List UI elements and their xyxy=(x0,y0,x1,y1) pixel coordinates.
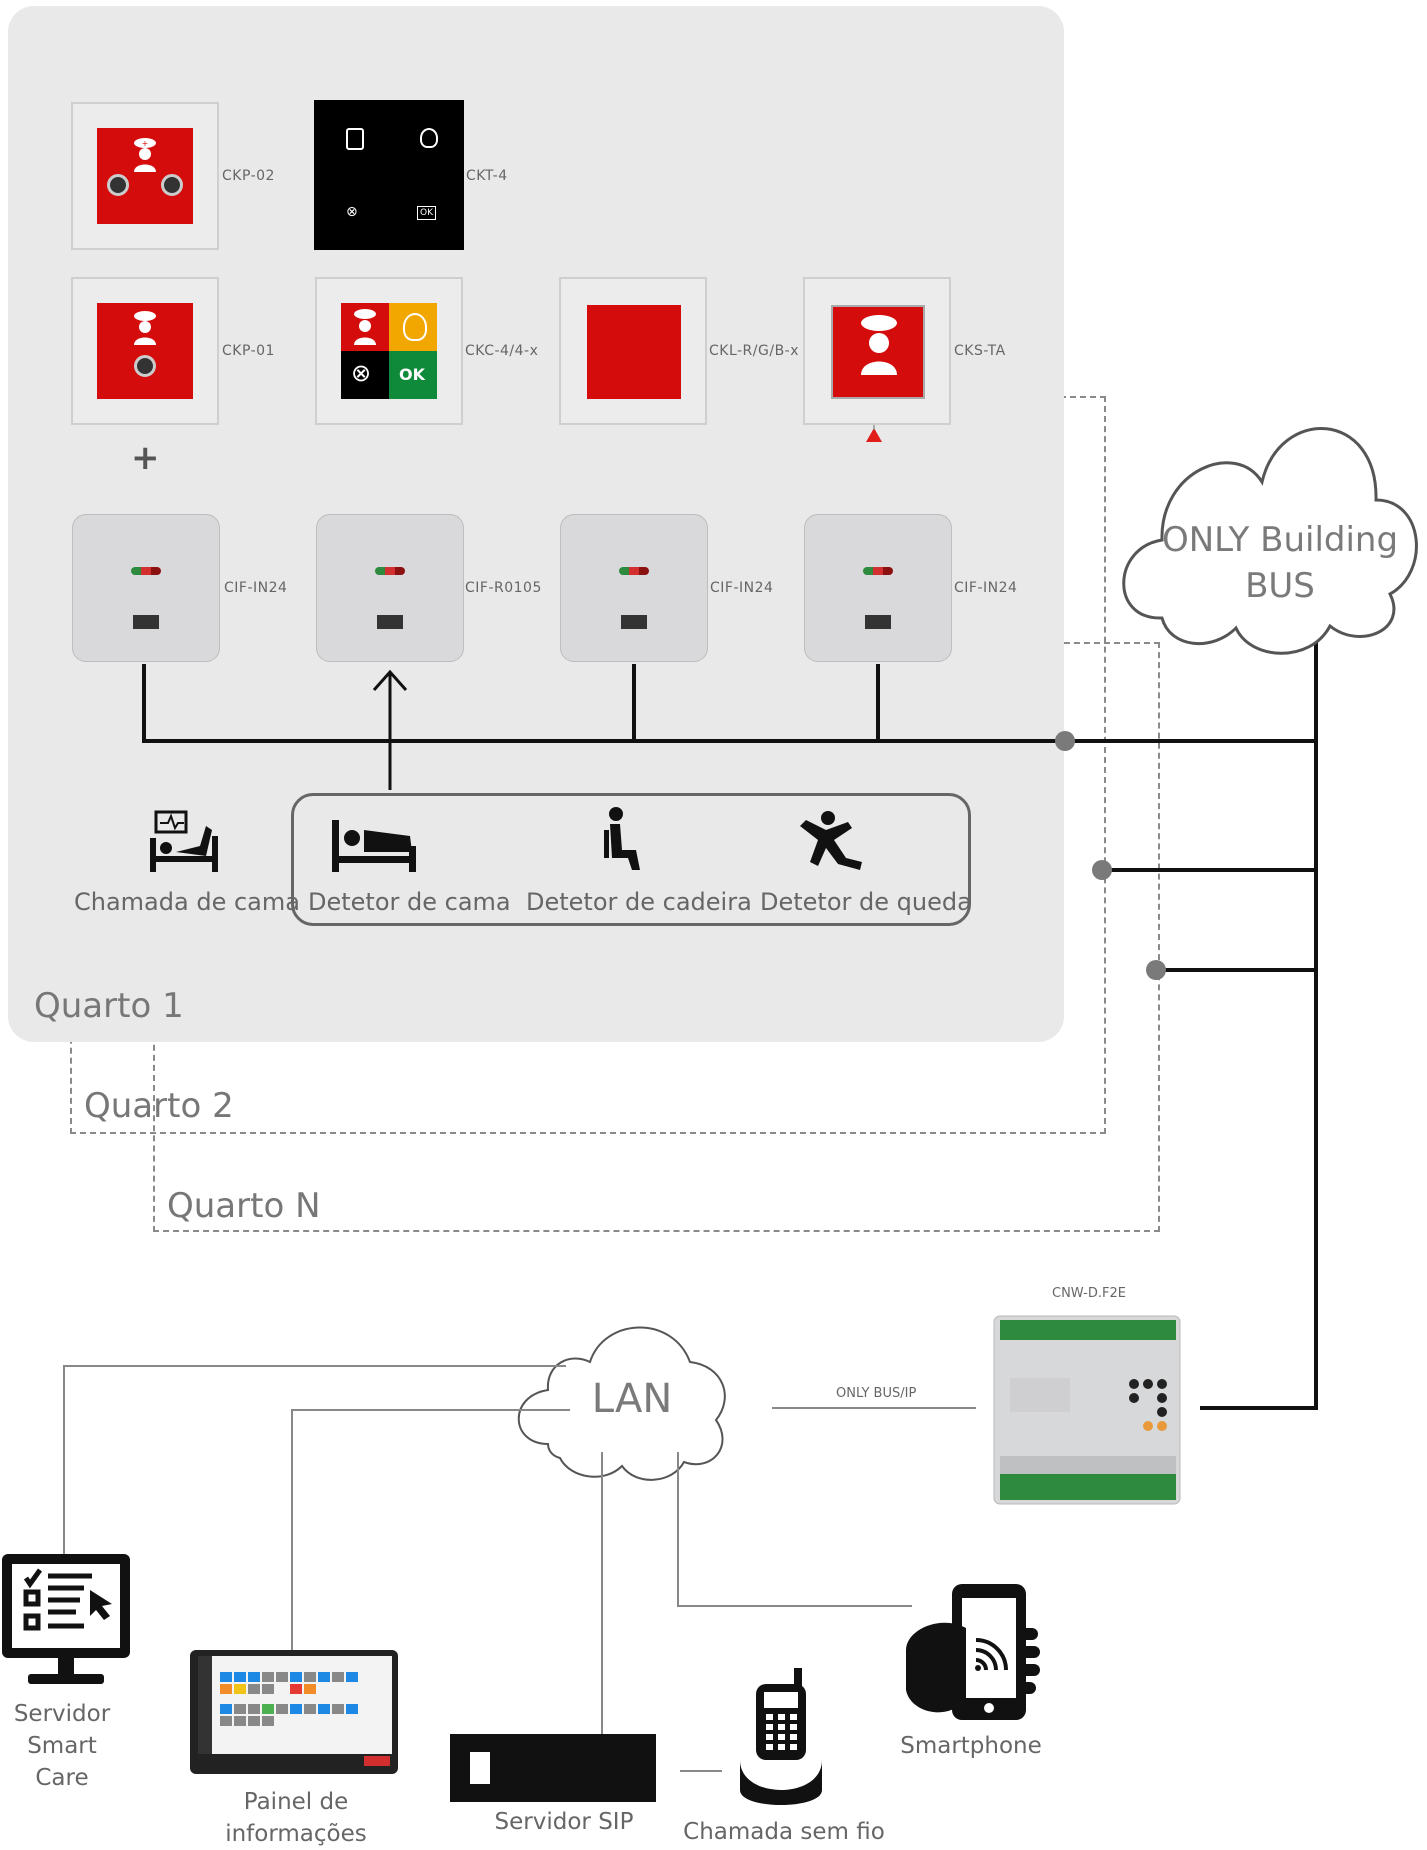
ckp-02-label: CKP-02 xyxy=(222,168,275,184)
cif-module-3[interactable] xyxy=(560,514,708,662)
room-2-label: Quarto 2 xyxy=(84,1086,234,1126)
bed-call-label: Chamada de cama xyxy=(74,888,300,916)
info-panel-label: Painel de informações xyxy=(196,1786,396,1850)
bus-node-roomn xyxy=(1146,960,1166,980)
lan-label: LAN xyxy=(591,1376,673,1422)
bus-cloud-line2: BUS xyxy=(1245,566,1315,606)
ckl-label: CKL-R/G/B-x xyxy=(709,343,800,359)
ckp-02-face: + xyxy=(97,128,193,224)
ckc-red-key[interactable] xyxy=(341,303,389,351)
ckl-plate[interactable] xyxy=(559,277,707,425)
plus-sign: + xyxy=(131,438,160,478)
cancel-icon: ⊗ xyxy=(346,204,358,220)
cif-led-row xyxy=(375,567,405,575)
ckp-01-plate[interactable] xyxy=(71,277,219,425)
jack-left-icon xyxy=(107,174,129,196)
jack-icon xyxy=(134,355,156,377)
ok-label: OK xyxy=(399,365,425,384)
bulb-icon xyxy=(403,313,427,341)
room-n-label: Quarto N xyxy=(167,1186,321,1226)
cif-1-label: CIF-IN24 xyxy=(224,580,288,596)
room-1-label: Quarto 1 xyxy=(34,986,184,1026)
cif-module-1[interactable] xyxy=(72,514,220,662)
cks-ta-pull-indicator xyxy=(866,428,882,442)
server-smartcare-line2: Smart Care xyxy=(27,1733,97,1791)
sip-server-box xyxy=(450,1734,656,1802)
nurse-icon xyxy=(859,315,899,375)
fall-detector-icon xyxy=(800,811,862,870)
ckc-orange-key[interactable] xyxy=(389,303,437,351)
ckc-plate[interactable]: ⊗ OK xyxy=(315,277,463,425)
ckp-01-face xyxy=(97,303,193,399)
cif-2-label: CIF-R0105 xyxy=(465,580,542,596)
sip-server-label: Servidor SIP xyxy=(494,1809,634,1835)
ckc-green-key[interactable]: OK xyxy=(389,351,437,399)
cif-module-4[interactable] xyxy=(804,514,952,662)
cif-connector xyxy=(133,615,159,629)
room-bus-lines xyxy=(142,630,1318,1410)
cks-ta-plate[interactable] xyxy=(803,277,951,425)
ckc-black-key[interactable]: ⊗ xyxy=(341,351,389,399)
lan-lines xyxy=(63,1365,976,1772)
ckt-4-label: CKT-4 xyxy=(466,168,508,184)
lan-cloud-shape xyxy=(517,1326,726,1481)
svg-text:+: + xyxy=(142,139,149,148)
cif-connector xyxy=(865,615,891,629)
bed-call-icon xyxy=(150,810,218,872)
info-panel-line1: Painel de xyxy=(243,1789,349,1815)
info-panel-tablet xyxy=(190,1650,398,1774)
ckp-02-plate[interactable]: + xyxy=(71,102,219,250)
ckc-label: CKC-4/4-x xyxy=(465,343,539,359)
smartphone-icon xyxy=(906,1584,1040,1720)
wireless-call-label: Chamada sem fio xyxy=(683,1819,885,1845)
cancel-icon: ⊗ xyxy=(351,359,372,387)
info-panel-line2: informações xyxy=(225,1821,367,1847)
nurse-icon xyxy=(346,128,364,150)
sensor-arrow xyxy=(372,669,408,790)
ckl-red-face xyxy=(587,305,681,399)
fall-detector-label: Detetor de queda xyxy=(760,888,972,916)
nurse-icon xyxy=(133,311,157,345)
cif-led-row xyxy=(619,567,649,575)
cif-3-label: CIF-IN24 xyxy=(710,580,774,596)
sensor-group-box xyxy=(291,793,971,926)
bus-node-room1 xyxy=(1055,731,1075,751)
monitor-icon xyxy=(2,1554,130,1684)
bed-detector-label: Detetor de cama xyxy=(308,888,511,916)
cif-connector xyxy=(377,615,403,629)
cif-led-row xyxy=(863,567,893,575)
cks-ta-face xyxy=(831,305,925,399)
gateway-model-label: CNW-D.F2E xyxy=(1052,1286,1126,1301)
ckp-01-label: CKP-01 xyxy=(222,343,275,359)
nurse-icon xyxy=(353,309,377,345)
cif-module-2[interactable] xyxy=(316,514,464,662)
chair-detector-icon xyxy=(604,807,640,870)
cif-4-label: CIF-IN24 xyxy=(954,580,1018,596)
bus-cloud-line1: ONLY Building xyxy=(1161,520,1399,560)
jack-right-icon xyxy=(161,174,183,196)
chair-detector-label: Detetor de cadeira xyxy=(526,888,752,916)
gateway-device xyxy=(993,1315,1181,1505)
ckt-4-plate[interactable]: ⊗ OK xyxy=(314,100,464,250)
bed-detector-icon xyxy=(332,820,416,872)
cordless-phone-icon xyxy=(740,1668,822,1805)
server-smartcare-label: Servidor Smart Care xyxy=(0,1698,124,1794)
bus-node-room2 xyxy=(1092,860,1112,880)
server-smartcare-line1: Servidor xyxy=(13,1701,111,1727)
cif-led-row xyxy=(131,567,161,575)
cif-connector xyxy=(621,615,647,629)
cks-ta-label: CKS-TA xyxy=(954,343,1006,359)
bus-cloud-shape xyxy=(1122,426,1418,655)
bulb-icon xyxy=(420,128,438,148)
ok-small-label: OK xyxy=(417,206,436,220)
smartphone-label: Smartphone xyxy=(900,1733,1042,1759)
nurse-icon: + xyxy=(133,138,157,172)
bus-ip-label: ONLY BUS/IP xyxy=(836,1386,917,1401)
